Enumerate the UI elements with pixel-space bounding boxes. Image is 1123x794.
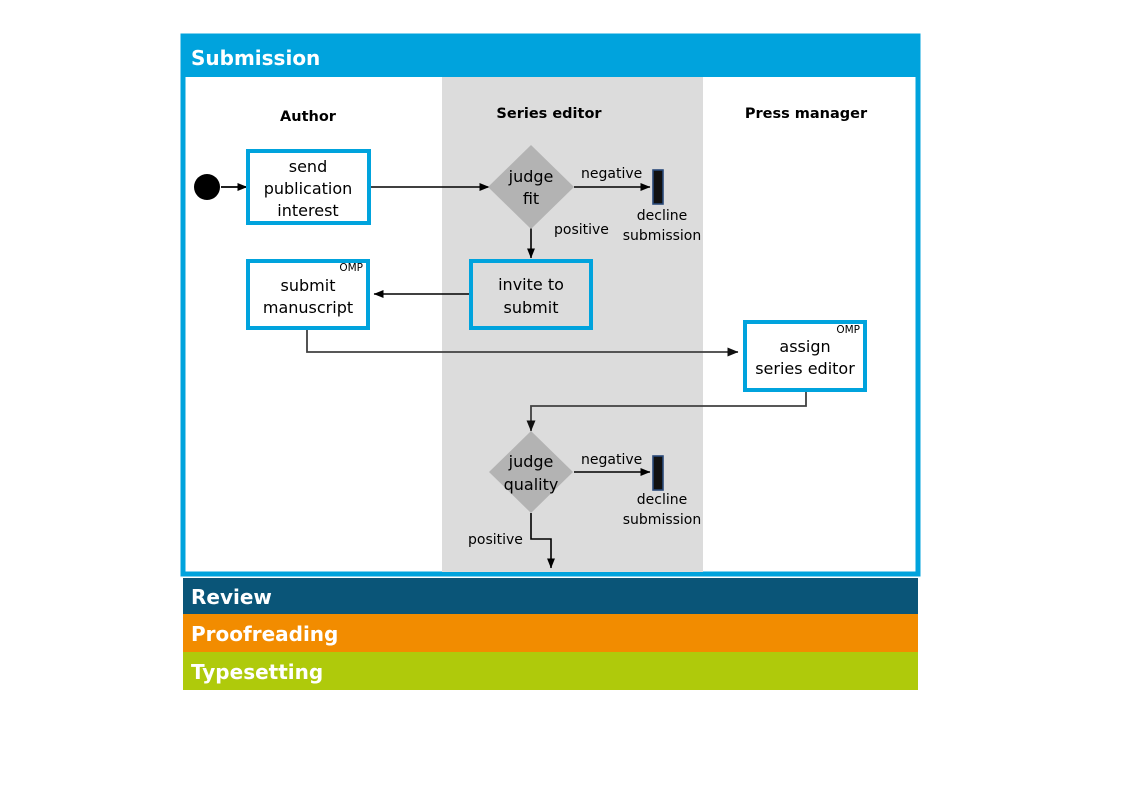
lane-label-press-manager: Press manager [745, 106, 868, 122]
decision-judge-fit-line-2: fit [523, 189, 539, 208]
phase-submission-label: Submission [191, 46, 320, 70]
phase-review-bar [183, 578, 918, 614]
decision-judge-quality-diamond [489, 431, 573, 513]
decision-judge-fit-diamond [488, 145, 574, 229]
lane-label-author: Author [280, 109, 337, 125]
end-node-decline-submission-1-bar [652, 169, 664, 205]
end-node-decline-submission-2[interactable]: decline submission [623, 455, 702, 528]
phase-typesetting-label: Typesetting [191, 660, 323, 684]
end-node-decline-submission-2-bar [652, 455, 664, 491]
activity-send-publication-interest-box [246, 149, 371, 225]
phase-review-label: Review [191, 585, 272, 609]
edge-label-negative-2: negative [581, 452, 642, 468]
decision-judge-quality[interactable]: judge quality [489, 431, 573, 513]
activity-invite-to-submit-line-2: submit [504, 298, 559, 317]
decision-judge-quality-line-1: judge [508, 452, 554, 471]
activity-invite-to-submit[interactable]: invite to submit [469, 259, 593, 330]
decision-judge-fit-line-1: judge [508, 167, 554, 186]
edge-submit-manuscript-to-assign [306, 330, 739, 357]
activity-assign-series-editor-box [743, 320, 867, 392]
start-node[interactable] [194, 174, 220, 200]
phase-submission[interactable]: Submission [180, 33, 921, 577]
end-node-decline-submission-2-line-1: decline [637, 492, 687, 508]
decision-judge-fit[interactable]: judge fit [488, 145, 574, 229]
end-node-decline-submission-1-line-2: submission [623, 228, 702, 244]
phase-review[interactable]: Review [183, 578, 918, 614]
phase-proofreading-bar [183, 614, 918, 652]
end-node-decline-submission-1[interactable]: decline submission [623, 169, 702, 244]
activity-submit-manuscript-omp-badge: OMP [339, 262, 363, 274]
activity-send-publication-interest-line-2: publication [264, 179, 353, 198]
end-node-decline-submission-1-line-1: decline [637, 208, 687, 224]
phase-submission-titlebar [183, 36, 918, 77]
phase-proofreading[interactable]: Proofreading [183, 614, 918, 652]
activity-invite-to-submit-box [469, 259, 593, 330]
activity-submit-manuscript-line-2: manuscript [263, 298, 353, 317]
activity-submit-manuscript-box [246, 259, 370, 330]
phase-typesetting-bar [183, 652, 918, 690]
activity-assign-series-editor-line-1: assign [779, 337, 830, 356]
end-node-decline-submission-2-line-2: submission [623, 512, 702, 528]
edge-judge-quality-to-review [530, 513, 555, 569]
activity-assign-series-editor-line-2: series editor [755, 359, 855, 378]
activity-send-publication-interest-line-1: send [289, 157, 327, 176]
activity-submit-manuscript-line-1: submit [281, 276, 336, 295]
activity-submit-manuscript[interactable]: OMP submit manuscript [246, 259, 370, 330]
activity-invite-to-submit-line-1: invite to [498, 275, 564, 294]
phase-proofreading-label: Proofreading [191, 622, 338, 646]
edge-labels: negative positive negative positive [468, 166, 642, 548]
edge-label-positive-2: positive [468, 532, 523, 548]
edge-assign-to-judge-quality [526, 392, 807, 432]
edges-layer [221, 183, 807, 569]
activity-send-publication-interest-line-3: interest [277, 201, 338, 220]
decision-judge-quality-line-2: quality [504, 475, 559, 494]
phase-typesetting[interactable]: Typesetting [183, 652, 918, 690]
edge-label-positive-1: positive [554, 222, 609, 238]
edge-label-negative-1: negative [581, 166, 642, 182]
activity-assign-series-editor-omp-badge: OMP [836, 324, 860, 336]
activity-send-publication-interest[interactable]: send publication interest [246, 149, 371, 225]
activity-assign-series-editor[interactable]: OMP assign series editor [743, 320, 867, 392]
lane-label-series-editor: Series editor [496, 106, 602, 122]
lane-headers: Author Series editor Press manager [280, 106, 868, 125]
